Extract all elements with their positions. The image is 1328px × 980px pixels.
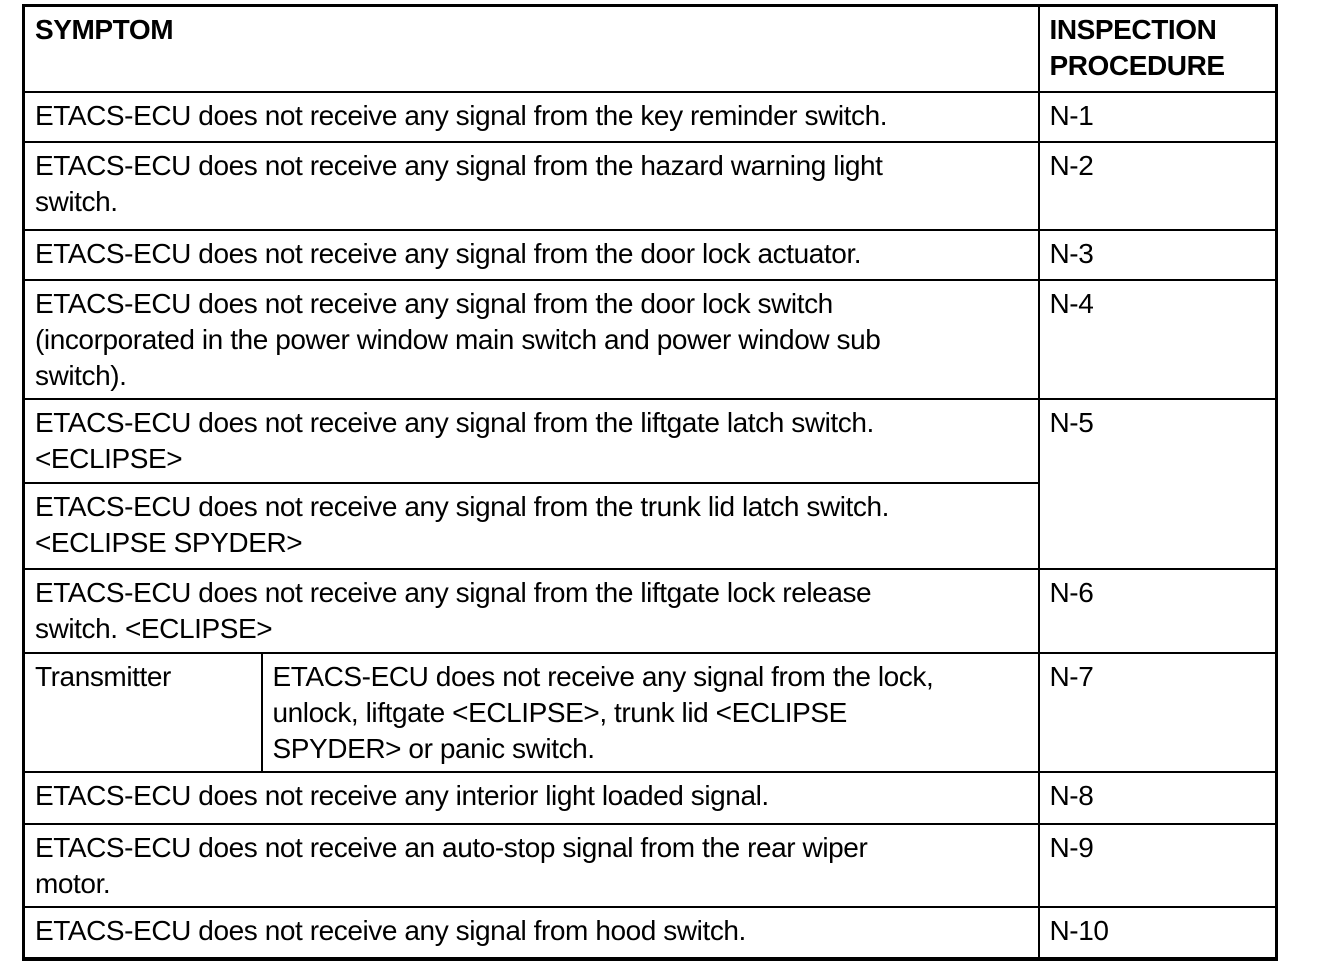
table-row: ETACS-ECU does not receive any signal fr… xyxy=(22,228,1278,281)
table-row: ETACS-ECU does not receive any signal fr… xyxy=(22,481,1277,570)
procedure-cell: N-3 xyxy=(1037,228,1278,281)
symptom-cell: ETACS-ECU does not receive any signal fr… xyxy=(22,905,1040,960)
inspection-procedure-header: INSPECTION PROCEDURE xyxy=(1037,4,1278,93)
symptom-cell: ETACS-ECU does not receive any interior … xyxy=(22,770,1040,825)
table-row: ETACS-ECU does not receive any signal fr… xyxy=(22,567,1278,654)
procedure-cell: N-5 xyxy=(1037,397,1278,570)
table-row: ETACS-ECU does not receive any interior … xyxy=(22,770,1278,825)
symptom-cell: ETACS-ECU does not receive any signal fr… xyxy=(22,397,1040,484)
procedure-cell: N-1 xyxy=(1037,90,1278,143)
procedure-cell: N-9 xyxy=(1037,822,1278,908)
category-cell: Transmitter xyxy=(22,651,263,773)
table-row: ETACS-ECU does not receive any signal fr… xyxy=(22,278,1278,400)
table-row: ETACS-ECU does not receive any signal fr… xyxy=(22,397,1278,570)
procedure-cell: N-2 xyxy=(1037,140,1278,231)
symptom-cell: ETACS-ECU does not receive any signal fr… xyxy=(22,140,1040,231)
symptom-cell: ETACS-ECU does not receive any signal fr… xyxy=(22,90,1040,143)
symptom-cell: ETACS-ECU does not receive any signal fr… xyxy=(22,228,1040,281)
procedure-cell: N-8 xyxy=(1037,770,1278,825)
symptom-table: SYMPTOM INSPECTION PROCEDURE ETACS-ECU d… xyxy=(22,4,1278,961)
symptom-cell: ETACS-ECU does not receive an auto-stop … xyxy=(22,822,1040,908)
symptom-cell: ETACS-ECU does not receive any signal fr… xyxy=(22,278,1040,400)
table-row-transmitter: Transmitter ETACS-ECU does not receive a… xyxy=(22,651,1278,773)
procedure-cell: N-6 xyxy=(1037,567,1278,654)
table-header-row: SYMPTOM INSPECTION PROCEDURE xyxy=(22,4,1278,93)
symptom-cell: ETACS-ECU does not receive any signal fr… xyxy=(260,651,1040,773)
symptom-cell: ETACS-ECU does not receive any signal fr… xyxy=(22,567,1040,654)
table-row: ETACS-ECU does not receive any signal fr… xyxy=(22,90,1278,143)
table-row: ETACS-ECU does not receive any signal fr… xyxy=(22,905,1278,960)
procedure-cell: N-4 xyxy=(1037,278,1278,400)
table-row: ETACS-ECU does not receive an auto-stop … xyxy=(22,822,1278,908)
procedure-cell: N-10 xyxy=(1037,905,1278,960)
table-row: ETACS-ECU does not receive any signal fr… xyxy=(22,140,1278,231)
symptom-cell: ETACS-ECU does not receive any signal fr… xyxy=(22,481,1040,570)
procedure-cell: N-7 xyxy=(1037,651,1278,773)
symptom-header: SYMPTOM xyxy=(22,4,1040,93)
